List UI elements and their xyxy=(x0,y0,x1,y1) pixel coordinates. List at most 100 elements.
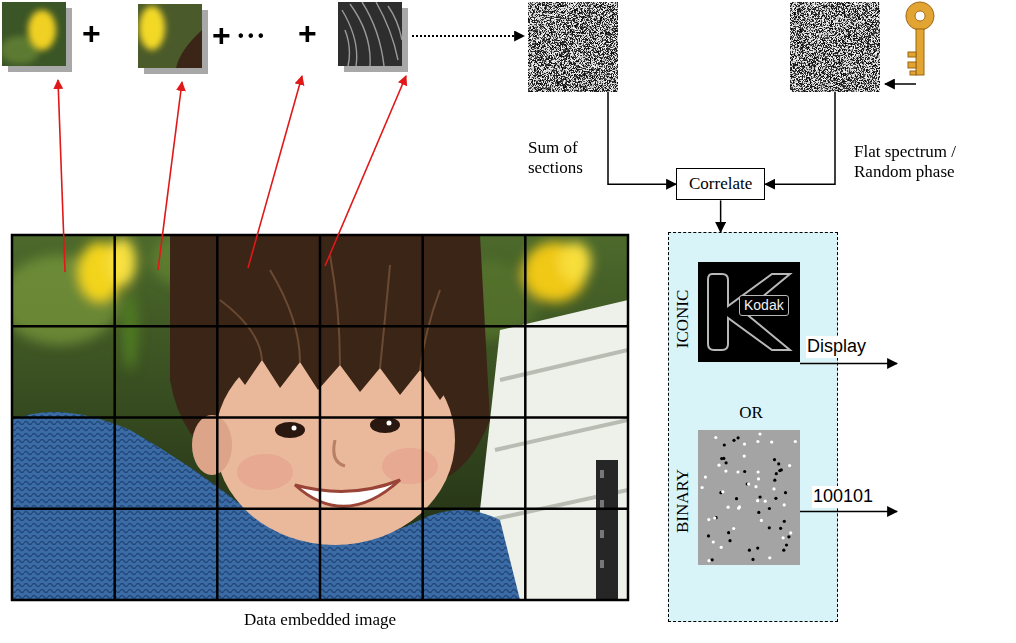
dot xyxy=(700,485,703,488)
label-slot: Display xyxy=(806,336,867,358)
dot xyxy=(707,518,710,521)
text-slot: BINARY xyxy=(673,469,693,533)
dot xyxy=(747,482,750,485)
dot xyxy=(727,531,730,534)
dot xyxy=(759,518,762,521)
result-box: ICONIC OR BINARY Kodak xyxy=(668,232,838,622)
dot xyxy=(722,456,725,459)
dot-pattern xyxy=(698,430,800,565)
dot xyxy=(758,432,761,435)
dot xyxy=(743,469,746,472)
dot xyxy=(763,499,766,502)
dot xyxy=(756,470,759,473)
dot xyxy=(751,557,754,560)
dot xyxy=(782,503,785,506)
dot xyxy=(774,472,777,475)
connector xyxy=(608,92,676,184)
dot xyxy=(728,539,731,542)
noise-node: Sum of sections xyxy=(528,2,620,192)
output-label: 100101 xyxy=(812,486,874,508)
dot xyxy=(781,536,784,539)
logo-mark xyxy=(708,274,790,350)
dot xyxy=(788,464,791,467)
dot xyxy=(767,506,770,509)
dot xyxy=(732,438,735,441)
node-label: Sum of sections xyxy=(528,138,600,179)
dot xyxy=(710,558,713,561)
dot xyxy=(703,475,706,478)
dot xyxy=(782,519,785,522)
caption: Data embedded image xyxy=(244,610,396,630)
noise-square xyxy=(528,2,618,92)
dot xyxy=(726,505,729,508)
text-slot: ICONIC xyxy=(673,290,693,349)
dot xyxy=(756,499,759,502)
dot xyxy=(736,436,739,439)
dot xyxy=(770,440,773,443)
label-slot: • • • xyxy=(238,26,264,45)
dot xyxy=(714,435,717,438)
connector xyxy=(765,92,835,184)
node-label: BINARY xyxy=(673,469,693,533)
dot xyxy=(732,526,735,529)
dot xyxy=(756,546,759,549)
node-label: ICONIC xyxy=(673,290,693,349)
label-slot: 100101 xyxy=(812,486,874,508)
text-slot: Flat spectrum / Random phase xyxy=(854,142,976,183)
output-label: Display xyxy=(806,336,867,358)
output-arrow xyxy=(800,510,897,512)
dot xyxy=(779,526,782,529)
label-slot: + xyxy=(212,16,231,54)
dot xyxy=(787,535,790,538)
dot xyxy=(713,516,716,519)
sum-symbol: + xyxy=(82,14,101,52)
dot xyxy=(756,439,759,442)
logo-wordmark: Kodak xyxy=(739,295,789,316)
dot xyxy=(706,534,709,537)
dot xyxy=(789,531,792,534)
label-slot: + xyxy=(298,14,317,52)
sum-symbol: • • • xyxy=(238,26,264,45)
dot xyxy=(724,469,727,472)
dot xyxy=(724,461,727,464)
node-label: OR xyxy=(739,403,763,423)
node-label: Correlate xyxy=(689,174,752,194)
dot xyxy=(793,439,796,442)
result-art xyxy=(668,232,838,622)
dot xyxy=(784,543,787,546)
dot xyxy=(774,496,777,499)
dot xyxy=(782,548,785,551)
dot xyxy=(717,463,720,466)
noise-node: Flat spectrum / Random phase xyxy=(790,2,982,192)
image-grid xyxy=(12,235,628,600)
process-box: Correlate xyxy=(676,168,765,200)
dot xyxy=(707,559,710,562)
dot xyxy=(777,462,780,465)
dot xyxy=(773,478,776,481)
dot xyxy=(756,477,759,480)
caption-slot: Data embedded image xyxy=(244,610,396,630)
photo xyxy=(12,235,628,600)
dot xyxy=(742,442,745,445)
dot xyxy=(772,458,775,461)
key-arrow xyxy=(885,83,916,85)
node-label: Flat spectrum / Random phase xyxy=(854,142,976,183)
text-slot: OR xyxy=(739,403,763,423)
dot xyxy=(722,443,725,446)
dot xyxy=(778,469,781,472)
dot xyxy=(758,495,761,498)
key-icon xyxy=(906,2,934,75)
dot xyxy=(757,510,760,513)
dot xyxy=(772,487,775,490)
dot xyxy=(767,526,770,529)
node-label: Kodak xyxy=(744,297,784,314)
dot xyxy=(711,540,714,543)
label-slot: + xyxy=(82,14,101,52)
dot xyxy=(768,556,771,559)
dot xyxy=(742,454,745,457)
dot xyxy=(734,497,737,500)
text-slot: Sum of sections xyxy=(528,138,600,179)
dot xyxy=(719,545,722,548)
dot xyxy=(783,491,786,494)
